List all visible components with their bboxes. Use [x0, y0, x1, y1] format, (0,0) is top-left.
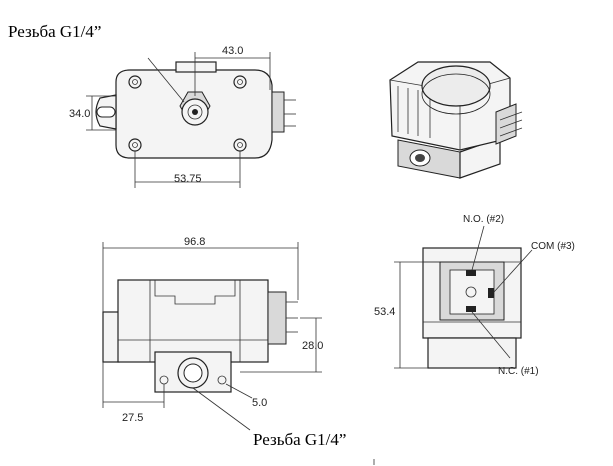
dim-43: 43.0 — [222, 45, 243, 57]
front-view: 96.8 28.0 5.0 27.5 Резьба G1/4” — [102, 236, 346, 449]
thread-label-bottom: Резьба G1/4” — [253, 430, 346, 449]
pin-nc — [466, 306, 476, 312]
front-flange — [102, 311, 120, 363]
dim-28: 28.0 — [302, 340, 323, 352]
iso-connector — [495, 103, 517, 145]
dim-34: 34.0 — [69, 108, 90, 120]
screw-hole — [128, 75, 142, 89]
front-connector — [267, 291, 287, 345]
dim-27-5: 27.5 — [122, 412, 143, 424]
side-lower — [427, 337, 517, 369]
top-view-connector — [271, 91, 285, 133]
dim-53-4: 53.4 — [374, 306, 395, 318]
iso-view — [389, 61, 523, 179]
pin-no — [466, 270, 476, 276]
front-body — [117, 279, 269, 363]
screw-hole — [233, 138, 247, 152]
side-view: N.O. (#2) COM (#3) N.C. (#1) 53.4 — [374, 214, 575, 377]
pin-com — [488, 288, 494, 298]
top-view-tab — [175, 61, 217, 73]
thread-label-top: Резьба G1/4” — [8, 22, 101, 41]
pin-label-com: COM (#3) — [531, 241, 575, 252]
thread-leader-bottom — [192, 387, 251, 431]
screw-hole — [233, 75, 247, 89]
dim-96-8: 96.8 — [184, 236, 205, 248]
pin-label-nc: N.C. (#1) — [498, 366, 539, 377]
top-view: 43.0 34.0 53.75 Резьба G1/4” — [8, 22, 296, 188]
dim-53-75: 53.75 — [174, 173, 202, 185]
dim-5: 5.0 — [252, 397, 267, 409]
iso-cover — [421, 65, 491, 107]
top-view-slot — [96, 106, 116, 118]
screw-hole — [128, 138, 142, 152]
thread-leader-top — [147, 57, 185, 103]
pin-label-no: N.O. (#2) — [463, 214, 504, 225]
